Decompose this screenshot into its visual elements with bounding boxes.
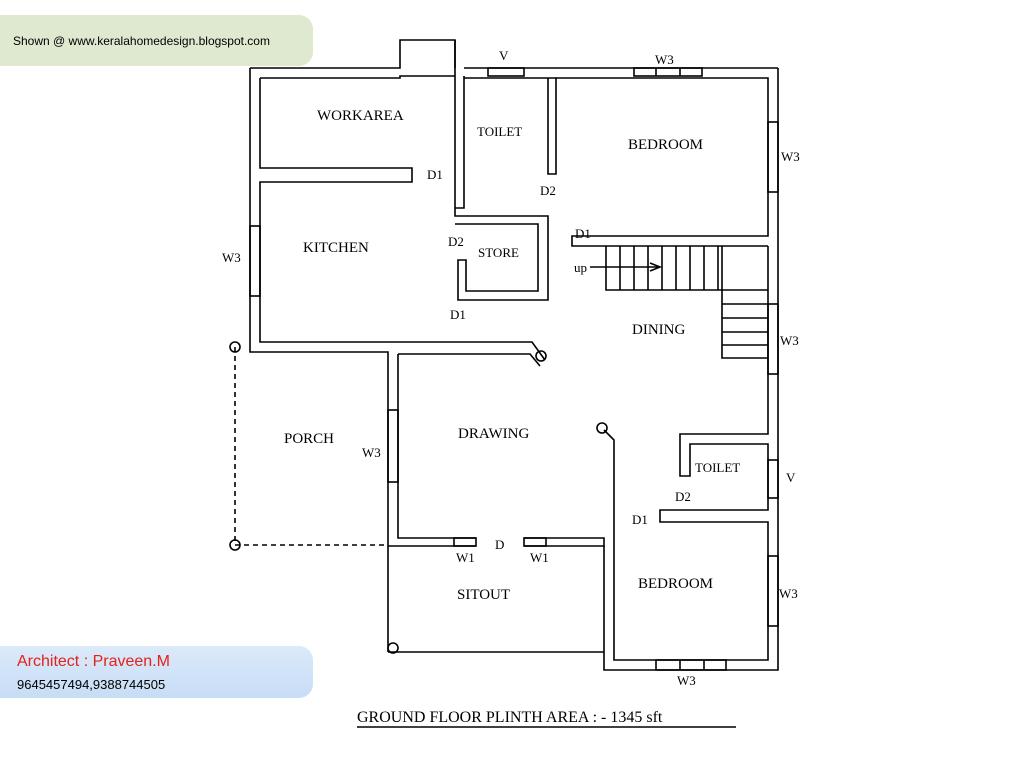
tag-d1-workarea: D1 bbox=[427, 167, 443, 182]
room-drawing: DRAWING bbox=[458, 426, 529, 442]
window-w1-right bbox=[523, 537, 547, 547]
wall-drawing-left bbox=[397, 354, 476, 539]
wall-sitout-right bbox=[524, 537, 605, 547]
room-kitchen: KITCHEN bbox=[303, 240, 369, 256]
architect-phone: 9645457494,9388744505 bbox=[17, 677, 166, 692]
wall-toilet-top bbox=[464, 77, 557, 175]
tag-w3-top: W3 bbox=[655, 52, 674, 67]
room-toilet-top: TOILET bbox=[477, 124, 522, 139]
tag-v-toilet: V bbox=[786, 470, 796, 485]
sitout-column bbox=[387, 642, 399, 654]
tag-w1-left: W1 bbox=[456, 550, 475, 565]
wall-work-kitchen bbox=[259, 78, 546, 361]
window-w3-bottom bbox=[655, 659, 727, 671]
window-w3-bedroom-bottom bbox=[767, 555, 779, 627]
window-w3-drawing bbox=[387, 409, 399, 483]
room-store: STORE bbox=[478, 245, 519, 260]
window-v-toilet bbox=[767, 459, 779, 499]
wall-right-inner bbox=[603, 246, 769, 661]
tag-v-top: V bbox=[499, 48, 509, 63]
tag-w3-bottom: W3 bbox=[677, 673, 696, 688]
room-bedroom-top: BEDROOM bbox=[628, 137, 703, 153]
room-porch: PORCH bbox=[284, 431, 334, 447]
tag-d1-bedroom: D1 bbox=[575, 226, 591, 241]
tag-d-main: D bbox=[495, 537, 504, 552]
window-w3-kitchen bbox=[249, 225, 261, 297]
porch-column bbox=[229, 539, 241, 551]
window-w3-bedroom bbox=[767, 121, 779, 193]
room-sitout: SITOUT bbox=[457, 587, 510, 603]
tag-d1-bedroom-bottom: D1 bbox=[632, 512, 648, 527]
stair-flight-upper bbox=[605, 246, 723, 291]
tag-d2-store: D2 bbox=[448, 234, 464, 249]
watermark-badge: Shown @ www.keralahomedesign.blogspot.co… bbox=[0, 15, 313, 66]
tag-w3-dining: W3 bbox=[780, 333, 799, 348]
wall-bedroom-top bbox=[556, 77, 769, 247]
wall-top-left-inner bbox=[260, 75, 455, 79]
window-v-top bbox=[487, 67, 525, 77]
window-w3-dining bbox=[767, 303, 779, 375]
wall-drawing-top bbox=[398, 353, 541, 367]
room-dining: DINING bbox=[632, 322, 685, 338]
watermark-text: Shown @ www.keralahomedesign.blogspot.co… bbox=[13, 34, 270, 48]
architect-name: Architect : Praveen.M bbox=[17, 653, 170, 670]
stair-flight-lower bbox=[721, 289, 768, 359]
tag-w1-right: W1 bbox=[530, 550, 549, 565]
room-toilet-right: TOILET bbox=[695, 460, 740, 475]
tag-d2-toilet-right: D2 bbox=[675, 489, 691, 504]
drawing-column bbox=[596, 422, 608, 434]
drawing-column bbox=[535, 350, 547, 362]
room-bedroom-bottom: BEDROOM bbox=[638, 576, 713, 592]
wall-store bbox=[454, 40, 549, 301]
stair-up-label: up bbox=[574, 260, 587, 275]
tag-w3-bedroom-bottom: W3 bbox=[779, 586, 798, 601]
tag-w3-bedroom: W3 bbox=[781, 149, 800, 164]
tag-d1-kitchen: D1 bbox=[450, 307, 466, 322]
window-w3-top bbox=[633, 67, 703, 77]
tag-d2-toilet: D2 bbox=[540, 183, 556, 198]
plinth-area-caption: GROUND FLOOR PLINTH AREA : - 1345 sft bbox=[357, 709, 663, 726]
porch-column bbox=[229, 341, 241, 353]
wall-left-outer bbox=[249, 68, 389, 652]
porch-outline bbox=[234, 347, 388, 546]
tag-w3-drawing: W3 bbox=[362, 445, 381, 460]
stair-arrow-head bbox=[649, 262, 663, 272]
room-workarea: WORKAREA bbox=[317, 108, 404, 124]
tag-w3-kitchen: W3 bbox=[222, 250, 241, 265]
window-w1-left bbox=[453, 537, 477, 547]
wall-toilet-left bbox=[455, 76, 465, 209]
architect-badge bbox=[0, 646, 313, 698]
wall-top-left bbox=[250, 39, 456, 69]
